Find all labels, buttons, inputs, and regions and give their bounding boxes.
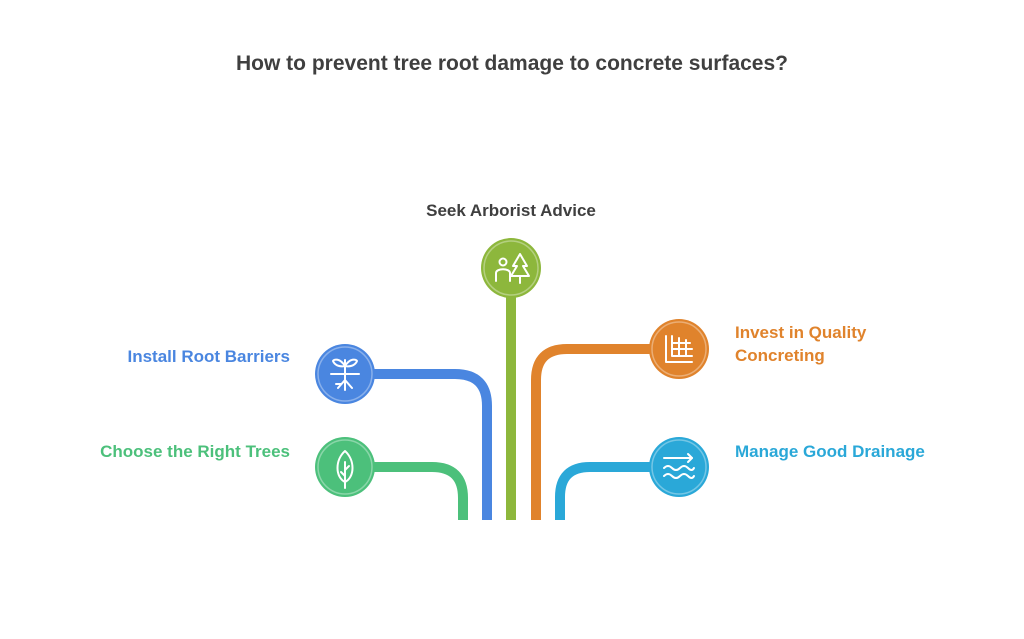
sprout-roots-icon [330, 358, 360, 391]
connector-concreting [531, 344, 652, 520]
leaf-icon [336, 450, 354, 489]
label-seek-arborist-advice: Seek Arborist Advice [426, 201, 596, 220]
label-manage-good-drainage: Manage Good Drainage [735, 442, 925, 461]
label-choose-right-trees: Choose the Right Trees [100, 442, 290, 461]
node-manage-good-drainage[interactable] [649, 437, 709, 497]
water-flow-icon [663, 453, 695, 479]
grid-corner-icon [665, 335, 693, 363]
node-invest-quality-concreting[interactable] [649, 319, 709, 379]
node-install-root-barriers[interactable] [315, 344, 375, 404]
page-title: How to prevent tree root damage to concr… [236, 52, 788, 75]
connector-choose-trees [372, 462, 468, 520]
arborist-tree-icon [495, 253, 530, 284]
node-choose-right-trees[interactable] [315, 437, 375, 497]
connector-drainage [555, 462, 652, 520]
node-seek-arborist-advice[interactable] [481, 238, 541, 298]
label-install-root-barriers: Install Root Barriers [127, 347, 291, 366]
connector-root-barriers [372, 369, 492, 520]
label-invest-quality-concreting: Invest in Quality Concreting [735, 323, 867, 365]
